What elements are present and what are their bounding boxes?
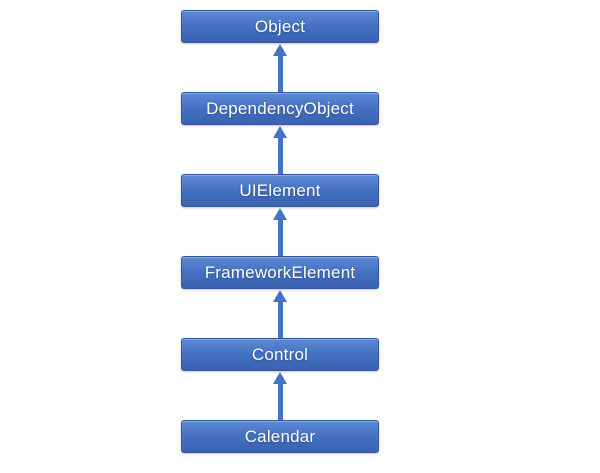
up-arrow-4 — [272, 289, 288, 338]
node-object: Object — [181, 10, 379, 43]
node-frameworkelement: FrameworkElement — [181, 256, 379, 289]
arrow-head-icon — [273, 126, 287, 138]
node-frameworkelement-label: FrameworkElement — [204, 263, 356, 282]
arrow-shaft — [277, 302, 283, 338]
hierarchy-stack: Object DependencyObject UIElement Framew… — [181, 10, 379, 453]
up-arrow-2 — [272, 125, 288, 174]
node-calendar-label: Calendar — [244, 427, 316, 446]
up-arrow-5 — [272, 371, 288, 420]
node-calendar: Calendar — [181, 420, 379, 453]
arrow-shaft — [277, 220, 283, 256]
arrow-head-icon — [273, 44, 287, 56]
node-uielement-label: UIElement — [239, 181, 321, 200]
node-control-label: Control — [251, 345, 309, 364]
node-uielement: UIElement — [181, 174, 379, 207]
arrow-shaft — [277, 384, 283, 420]
node-object-label: Object — [254, 17, 306, 36]
node-dependencyobject-label: DependencyObject — [206, 99, 354, 118]
node-control: Control — [181, 338, 379, 371]
arrow-head-icon — [273, 290, 287, 302]
arrow-head-icon — [273, 372, 287, 384]
arrow-shaft — [277, 138, 283, 174]
node-dependencyobject: DependencyObject — [181, 92, 379, 125]
arrow-shaft — [277, 56, 283, 92]
up-arrow-1 — [272, 43, 288, 92]
arrow-head-icon — [273, 208, 287, 220]
up-arrow-3 — [272, 207, 288, 256]
